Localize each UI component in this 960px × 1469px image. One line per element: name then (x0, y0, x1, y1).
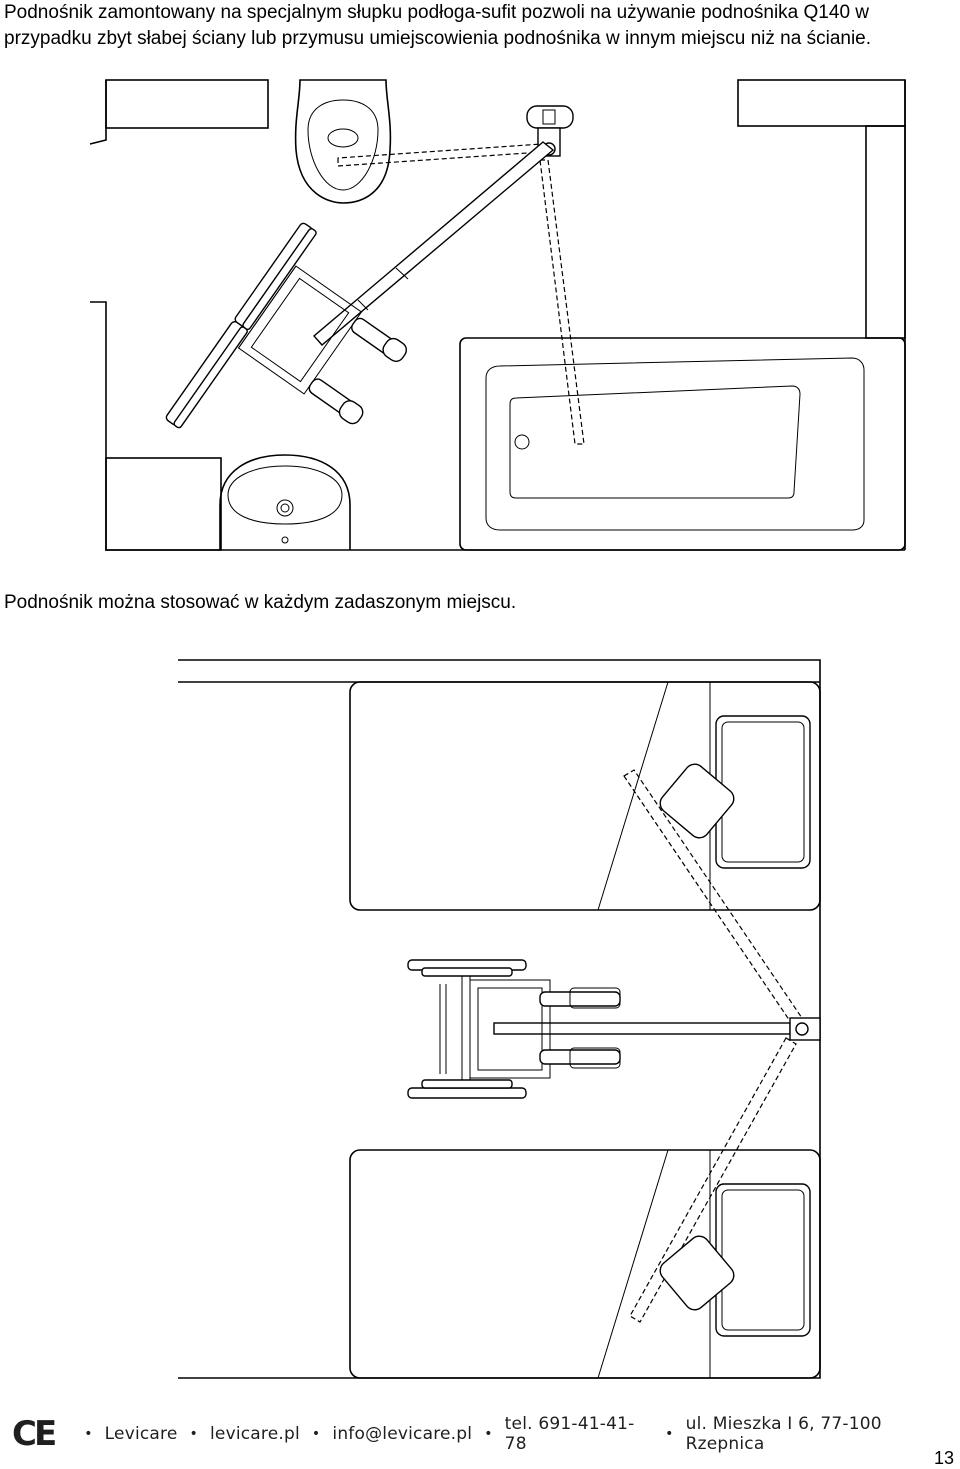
lift-arm-position-bed-2 (629, 1037, 797, 1323)
washbasin-bowl (227, 465, 343, 525)
footer-separator: • (84, 1426, 93, 1442)
page-number: 13 (933, 1448, 954, 1468)
intro-line-1: Podnośnik zamontowany na specjalnym słup… (4, 2, 870, 23)
washbasin (219, 454, 351, 550)
footer-contact-bar: CE • Levicare • levicare.pl • info@levic… (12, 1414, 960, 1454)
washbasin-drain (276, 499, 294, 517)
bed-2-blanket-edge (597, 1149, 669, 1379)
lift-arm (493, 1022, 791, 1035)
toilet-bowl (294, 79, 392, 204)
footer-company: Levicare (104, 1424, 178, 1444)
footer-phone: tel. 691-41-41-78 (504, 1414, 635, 1454)
beds-plan-diagram (178, 659, 821, 1379)
sling-bar-bed-2 (659, 1235, 735, 1311)
bathtub-inner (485, 357, 865, 531)
footer-address: ul. Mieszka I 6, 77-100 Rzepnica (685, 1414, 882, 1454)
footer-email-link[interactable]: info@levicare.pl (332, 1424, 473, 1444)
footer-separator: • (484, 1426, 493, 1442)
wall-bottom-left-block (105, 457, 222, 551)
caption-covered-places: Podnośnik można stosować w każdym zadasz… (4, 592, 517, 613)
wheelchair-icon (165, 222, 408, 429)
lift-arm (313, 141, 555, 346)
intro-line-2: przypadku zbyt słabej ściany lub przymus… (4, 28, 872, 49)
bed-2-pillow (715, 1183, 811, 1337)
bathtub (459, 337, 906, 551)
footer-separator: • (311, 1426, 321, 1442)
footer-separator: • (189, 1426, 198, 1442)
bathroom-plan-diagram (89, 79, 906, 551)
bathtub-drain (514, 434, 530, 450)
footer-website-link[interactable]: levicare.pl (209, 1424, 300, 1444)
bed-2 (349, 1149, 821, 1379)
bathtub-basin (509, 385, 801, 499)
washbasin-tap (281, 536, 289, 544)
sling-bar-bed-1 (659, 763, 735, 839)
ce-mark-logo: CE (12, 1414, 57, 1454)
lift-arm-position-bed-1 (623, 769, 807, 1031)
wheelchair-icon (407, 959, 621, 1099)
footer-separator: • (665, 1426, 674, 1442)
bed-1-blanket-edge (597, 681, 669, 911)
toilet-seat (307, 99, 379, 191)
bed-1 (349, 681, 821, 911)
wall-top-left (105, 79, 269, 129)
toilet-drain (327, 128, 359, 148)
intro-paragraph: Podnośnik zamontowany na specjalnym słup… (4, 0, 960, 52)
lift-pivot (795, 1022, 809, 1036)
